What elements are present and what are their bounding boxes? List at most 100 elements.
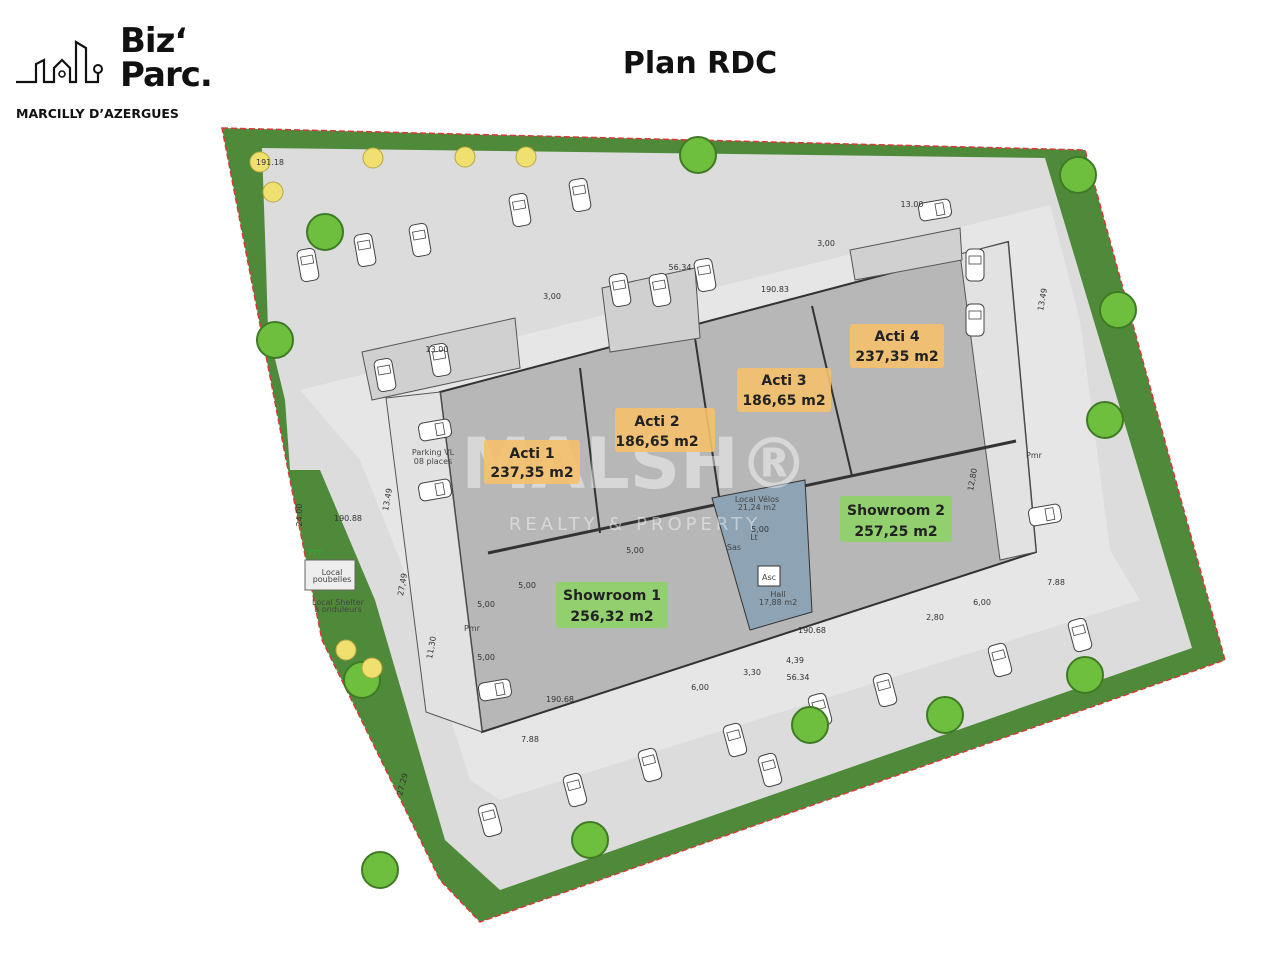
dimension-label: 5,00	[477, 653, 495, 662]
car-icon	[568, 177, 592, 213]
shrub-icon	[262, 181, 284, 203]
dimension-label: 7.88	[1047, 578, 1065, 587]
unit-label-showroom-2: Showroom 2 257,25 m2	[840, 496, 952, 542]
unit-area: 186,65 m2	[742, 393, 825, 409]
shrub-icon	[515, 146, 537, 168]
local-poubelles	[304, 559, 356, 591]
car-icon	[637, 747, 663, 783]
tree-icon	[1099, 291, 1137, 329]
unit-area: 186,65 m2	[615, 434, 698, 450]
dimension-label: 27,49	[396, 573, 409, 597]
unit-label-acti-2: Acti 2 186,65 m2	[615, 408, 715, 452]
dimension-label: 24.00	[295, 504, 304, 527]
dimension-label: 13.00	[426, 345, 449, 354]
local-shelter-label: Local Shelter	[312, 598, 365, 607]
unit-name: Acti 4	[874, 329, 919, 345]
parking-places: 08 places	[414, 457, 452, 466]
unit-label-acti-1: Acti 1 237,35 m2	[484, 440, 580, 484]
dimension-label: 5,00	[626, 546, 644, 555]
tree-icon	[1086, 401, 1124, 439]
car-icon	[408, 222, 432, 258]
car-icon	[872, 672, 898, 708]
local-poubelles-label: poubelles	[313, 575, 352, 584]
side-parking-left	[385, 391, 483, 733]
tree-icon	[571, 821, 609, 859]
unit-label-showroom-1: Showroom 1 256,32 m2	[556, 582, 668, 628]
car-icon	[1067, 617, 1093, 653]
dimension-label: 56.34	[669, 263, 692, 272]
unit-wall	[579, 367, 601, 534]
car-icon	[477, 802, 503, 838]
room-lt: Lt	[750, 533, 758, 542]
car-icon	[353, 232, 377, 268]
parking-label: Parking VL	[412, 448, 455, 457]
car-icon	[477, 678, 513, 702]
room-asc: Asc	[762, 573, 776, 582]
local-shelter-label: à onduleurs	[314, 605, 361, 614]
ptt-label: PTT	[308, 549, 323, 558]
room-local-velos: Local Vélos	[735, 494, 779, 504]
tree-icon	[361, 851, 399, 889]
dimension-label: 190.83	[761, 285, 789, 294]
dimension-label: 13.49	[1036, 288, 1049, 312]
car-icon	[1027, 503, 1063, 527]
room-local-velos-area: 21,24 m2	[738, 503, 776, 512]
logo-location: MARCILLY D’AZERGUES	[16, 106, 179, 121]
car-icon	[722, 722, 748, 758]
unit-area: 257,25 m2	[854, 524, 937, 540]
dimension-label: 5,00	[751, 525, 769, 534]
parking-bay	[849, 227, 963, 281]
logo-line-1: Biz‘	[120, 21, 187, 61]
dimension-label: 11,30	[425, 636, 438, 660]
car-icon	[417, 478, 453, 502]
watermark-tagline: REALTY & PROPERTY	[509, 514, 761, 535]
dimension-label: 190.68	[798, 626, 826, 635]
tree-icon	[306, 213, 344, 251]
car-icon	[428, 342, 452, 378]
car-icon	[757, 752, 783, 788]
dimension-label: 2,80	[926, 613, 944, 622]
shrub-icon	[454, 146, 476, 168]
tree-icon	[1059, 156, 1097, 194]
car-icon	[608, 272, 632, 308]
car-icon	[965, 248, 985, 282]
dimension-label: 3,00	[817, 239, 835, 248]
room-hall-area: 17,88 m2	[759, 598, 797, 607]
dimension-label: 190.68	[546, 695, 574, 704]
unit-name: Acti 3	[761, 373, 806, 389]
room-hall: Hall	[770, 590, 785, 599]
unit-area: 237,35 m2	[490, 465, 573, 481]
dimension-label: 7.88	[521, 735, 539, 744]
page-title: Plan RDC	[622, 46, 778, 81]
elevator	[757, 565, 781, 587]
dimension-label: 6,00	[973, 598, 991, 607]
tree-icon	[791, 706, 829, 744]
unit-area: 256,32 m2	[570, 609, 653, 625]
lot-border	[221, 127, 1226, 923]
car-icon	[965, 303, 985, 337]
shrub-icon	[362, 147, 384, 169]
dimension-label: 4,39	[786, 656, 804, 665]
room-sas: Sas	[727, 543, 741, 552]
stair-core	[711, 479, 813, 631]
dimension-label: 3,00	[543, 292, 561, 301]
unit-name: Showroom 2	[847, 503, 945, 519]
car-icon	[648, 272, 672, 308]
car-icon	[373, 357, 397, 393]
pmr-right: Pmr	[1026, 451, 1043, 460]
unit-name: Acti 2	[634, 414, 679, 430]
car-icon	[296, 247, 320, 283]
shrub-icon	[361, 657, 383, 679]
dimension-label: 56.34	[787, 673, 810, 682]
tree-icon	[1066, 656, 1104, 694]
unit-name: Showroom 1	[563, 588, 661, 604]
dimension-label: 13.00	[901, 200, 924, 209]
unit-label-acti-3: Acti 3 186,65 m2	[737, 368, 831, 412]
unit-wall	[811, 305, 853, 477]
unit-label-acti-4: Acti 4 237,35 m2	[850, 324, 944, 368]
dimension-label: 5,00	[477, 600, 495, 609]
tree-icon	[679, 136, 717, 174]
pmr-left: Pmr	[464, 624, 481, 633]
logo-line-2: Parc.	[120, 55, 213, 95]
dimension-label: 190.88	[334, 514, 362, 523]
